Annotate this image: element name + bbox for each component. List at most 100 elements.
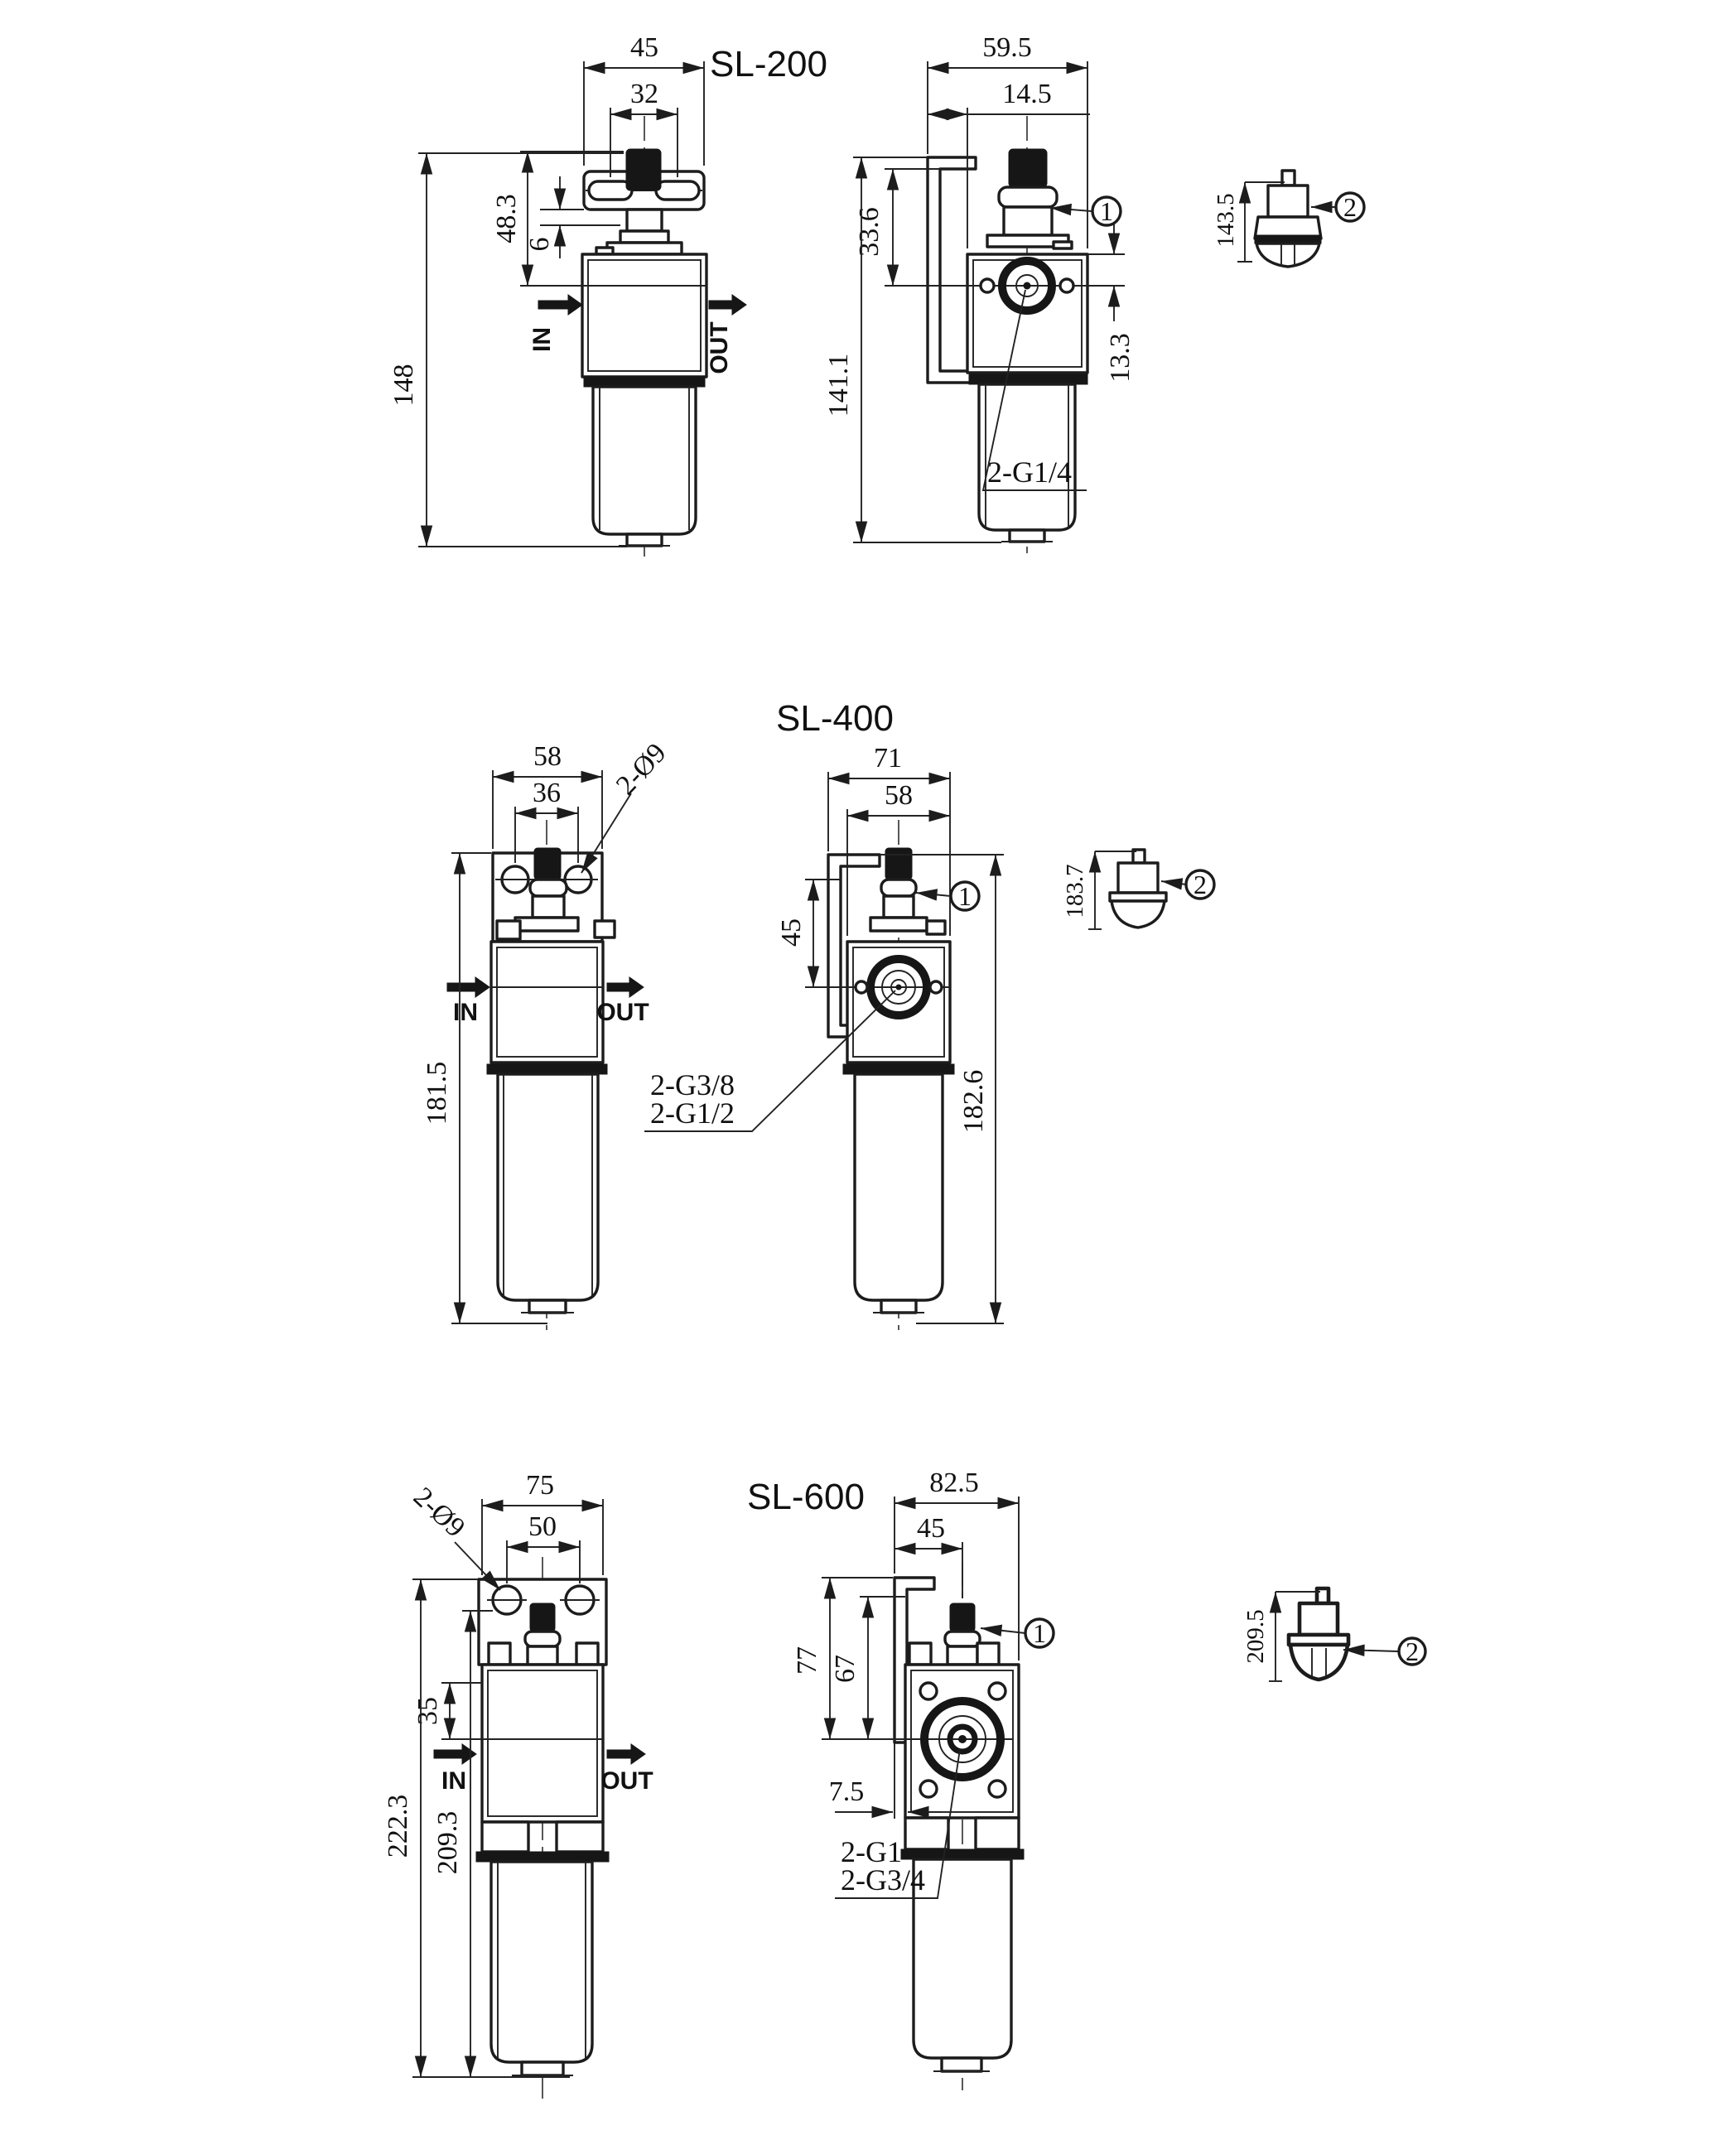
bowl-flange: [842, 1063, 955, 1075]
bowl: [489, 1860, 594, 2064]
dim-141-1: 141.1: [823, 354, 854, 417]
dim-82-5: 82.5: [929, 1468, 979, 1498]
port-hole-right: [928, 980, 943, 995]
adapter-nut: [625, 208, 663, 233]
dim-50: 50: [528, 1511, 557, 1542]
adapter-nut: [946, 1645, 979, 1666]
in-label: IN: [453, 999, 478, 1026]
dim-75: 75: [526, 1470, 554, 1501]
body-block: [489, 940, 605, 1064]
l-bracket: [926, 156, 992, 384]
bowl-foot: [1008, 528, 1046, 543]
model-title-sl600: SL-600: [747, 1477, 865, 1517]
sl600-front-view: IN OUT 75 50 2-Ø9 35 222.3 209.3: [383, 1470, 653, 2099]
dim-77: 77: [792, 1646, 822, 1675]
dim-45: 45: [630, 32, 658, 63]
oil-cup-stem: [1314, 1586, 1331, 1606]
dim-33-6: 33.6: [854, 207, 885, 257]
sl600-side-view: 82.5 45 77 67 7.5 2-G1 2-G3/4 1: [792, 1468, 1055, 2090]
callout-2-arrow: [1343, 1644, 1399, 1656]
dim-35: 35: [412, 1697, 443, 1725]
in-flow-arrow: [446, 976, 490, 998]
adapter-nut: [1002, 205, 1054, 237]
dim-36: 36: [533, 778, 561, 808]
clamp-lug-right: [974, 1816, 1020, 1851]
dim-59-5: 59.5: [982, 32, 1032, 63]
out-label: OUT: [706, 321, 733, 374]
callout-1-number: 1: [1033, 1618, 1046, 1648]
oil-cup-dome: [1288, 1642, 1350, 1682]
drip-knob: [949, 1603, 976, 1632]
dim-14-5: 14.5: [1002, 79, 1052, 109]
bowl-foot: [940, 2056, 983, 2073]
drip-knob: [885, 847, 913, 880]
sl200-front-dimensions: 45 32 48.3 6 148: [388, 32, 705, 547]
sl200-front-view: IN OUT 45 32 48.3 6 148: [388, 32, 747, 557]
hole-note: 2-Ø9: [610, 738, 673, 801]
callout-1-number: 1: [1100, 196, 1113, 226]
sl400-front-dimensions: 58 36 2-Ø9 181.5: [422, 738, 673, 1324]
sl200-side-dimensions: 59.5 14.5 33.6 141.1 13.3 2-G1/4 1: [823, 32, 1136, 543]
drip-knob: [529, 1603, 556, 1632]
dim-148: 148: [388, 364, 419, 407]
callout-1-badge: [1024, 1617, 1055, 1649]
bowl-foot: [880, 1299, 918, 1314]
adapter-nut: [526, 1645, 559, 1666]
sight-dome-ring: [998, 257, 1056, 315]
out-flow-arrow: [708, 294, 747, 316]
adapter-nut: [882, 894, 915, 919]
dim-45-offset: 45: [917, 1513, 945, 1544]
dim-45: 45: [776, 918, 807, 947]
bowl-foot: [528, 1299, 567, 1314]
port-thread-label-1: 2-G3/8: [650, 1068, 735, 1101]
dim-58: 58: [533, 741, 562, 772]
drip-knob: [1008, 148, 1048, 188]
hole-note-leader: [581, 793, 632, 874]
sl600-cup-detail: 209.5 2: [1242, 1586, 1427, 1682]
sl400-cup-detail: 183.7 2: [1062, 848, 1216, 930]
hole-note-leader: [454, 1541, 501, 1591]
port-thread-label-1: 2-G1: [841, 1835, 902, 1868]
port-leader: [835, 1748, 961, 1899]
port-thread-label-2: 2-G1/2: [650, 1097, 735, 1130]
in-label: IN: [441, 1767, 466, 1795]
callout-1-arrow: [980, 1624, 1026, 1636]
body-block: [581, 253, 708, 378]
dim-67: 67: [830, 1655, 861, 1683]
drip-knob: [533, 847, 562, 880]
clamp-lug-left: [480, 1820, 530, 1853]
sl600-front-dimensions: 75 50 2-Ø9 35 222.3 209.3: [383, 1470, 604, 2078]
oil-cup-stem: [1280, 169, 1296, 187]
dim-7-5: 7.5: [829, 1776, 865, 1807]
oil-cup-dome: [1255, 242, 1321, 268]
callout-1-number: 1: [958, 881, 972, 911]
dim-209-5: 209.5: [1242, 1609, 1269, 1663]
out-flow-arrow: [606, 1743, 646, 1765]
sl600-side-dimensions: 82.5 45 77 67 7.5 2-G1 2-G3/4 1: [792, 1468, 1055, 1899]
callout-1-badge: [1091, 195, 1122, 227]
port-hole-right: [1058, 277, 1075, 294]
oil-cup-dome: [1110, 899, 1166, 929]
dim-209-3: 209.3: [432, 1811, 463, 1875]
port-hole-left: [854, 980, 869, 995]
dim-143-5: 143.5: [1213, 193, 1239, 247]
out-label: OUT: [600, 1767, 653, 1795]
callout-2-number: 2: [1343, 192, 1357, 222]
clamp-lug-right: [555, 1820, 605, 1853]
bolt-hole-tl: [919, 1681, 938, 1701]
callout-2-badge: [1184, 869, 1216, 900]
model-title-sl400: SL-400: [776, 698, 894, 739]
callout-2-arrow: [1160, 878, 1187, 890]
sl200-side-view: 59.5 14.5 33.6 141.1 13.3 2-G1/4 1: [823, 32, 1136, 553]
sight-dome-ring: [920, 1697, 1005, 1781]
callout-1-arrow: [915, 889, 952, 901]
dim-13-3: 13.3: [1105, 333, 1136, 383]
sl400-side-dimensions: 71 58 45 182.6 1 2-G3/8 2-G1/2: [644, 743, 1004, 1324]
callout-1-badge: [949, 880, 981, 912]
port-leader: [644, 990, 896, 1132]
in-flow-arrow: [538, 294, 583, 316]
port-leader: [981, 289, 1087, 491]
dim-183-7: 183.7: [1062, 864, 1088, 918]
drip-knob: [625, 148, 662, 191]
